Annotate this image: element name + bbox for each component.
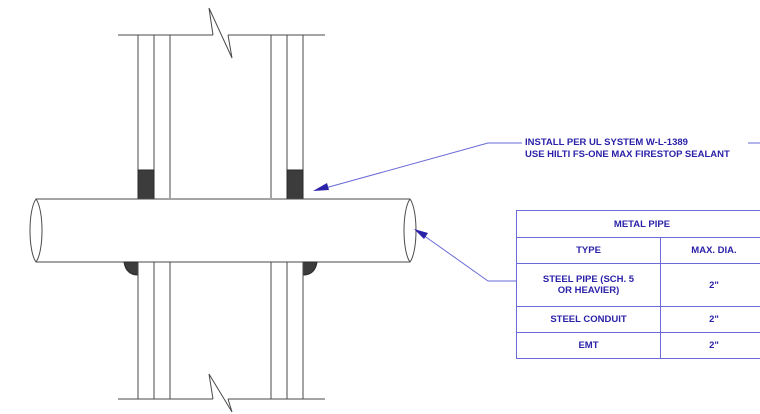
lower-wall-assembly [118,262,325,413]
header-max-dia: MAX. DIA. [660,237,760,264]
row-type-steel-pipe: STEEL PIPE (SCH. 5 OR HEAVIER) [516,263,661,307]
firestop-annotation: INSTALL PER UL SYSTEM W-L-1389 USE HILTI… [525,137,730,161]
metal-pipe [29,198,417,263]
lower-break-symbol [208,373,233,413]
sealant-top-right [286,169,304,200]
row-max-dia: 2" [660,332,760,359]
sealant-bead-left [123,261,139,276]
table-leader [415,229,489,282]
table-arrowhead [414,229,428,239]
row-type-emt: EMT [516,332,661,359]
row-max-dia: 2" [660,306,760,333]
metal-pipe-table: METAL PIPE TYPE MAX. DIA. STEEL PIPE (SC… [516,210,760,359]
annotation-line-sealant: USE HILTI FS-ONE MAX FIRESTOP SEALANT [525,149,730,160]
header-type: TYPE [516,237,661,264]
annotation-line-ul-system: INSTALL PER UL SYSTEM W-L-1389 [525,137,688,148]
annotation-arrowhead [313,183,329,191]
annotation-leader [317,142,489,191]
row-type-line: OR HEAVIER) [557,285,620,296]
row-type-steel-conduit: STEEL CONDUIT [516,306,661,333]
pipe-body [29,198,417,263]
table-row: STEEL PIPE (SCH. 5 OR HEAVIER) 2" [516,263,760,307]
sealant-bead-right [302,261,318,276]
leader-lines [317,142,760,282]
pipe-right-end-curve [403,198,411,263]
table-row: EMT 2" [516,332,760,359]
row-type-line: STEEL PIPE (SCH. 5 [542,274,635,285]
sealant-top-left [137,169,155,200]
table-row: STEEL CONDUIT 2" [516,306,760,333]
upper-break-symbol [208,7,233,59]
pipe-left-end-curve [35,198,43,263]
row-max-dia: 2" [660,263,760,307]
table-title: METAL PIPE [516,210,760,238]
